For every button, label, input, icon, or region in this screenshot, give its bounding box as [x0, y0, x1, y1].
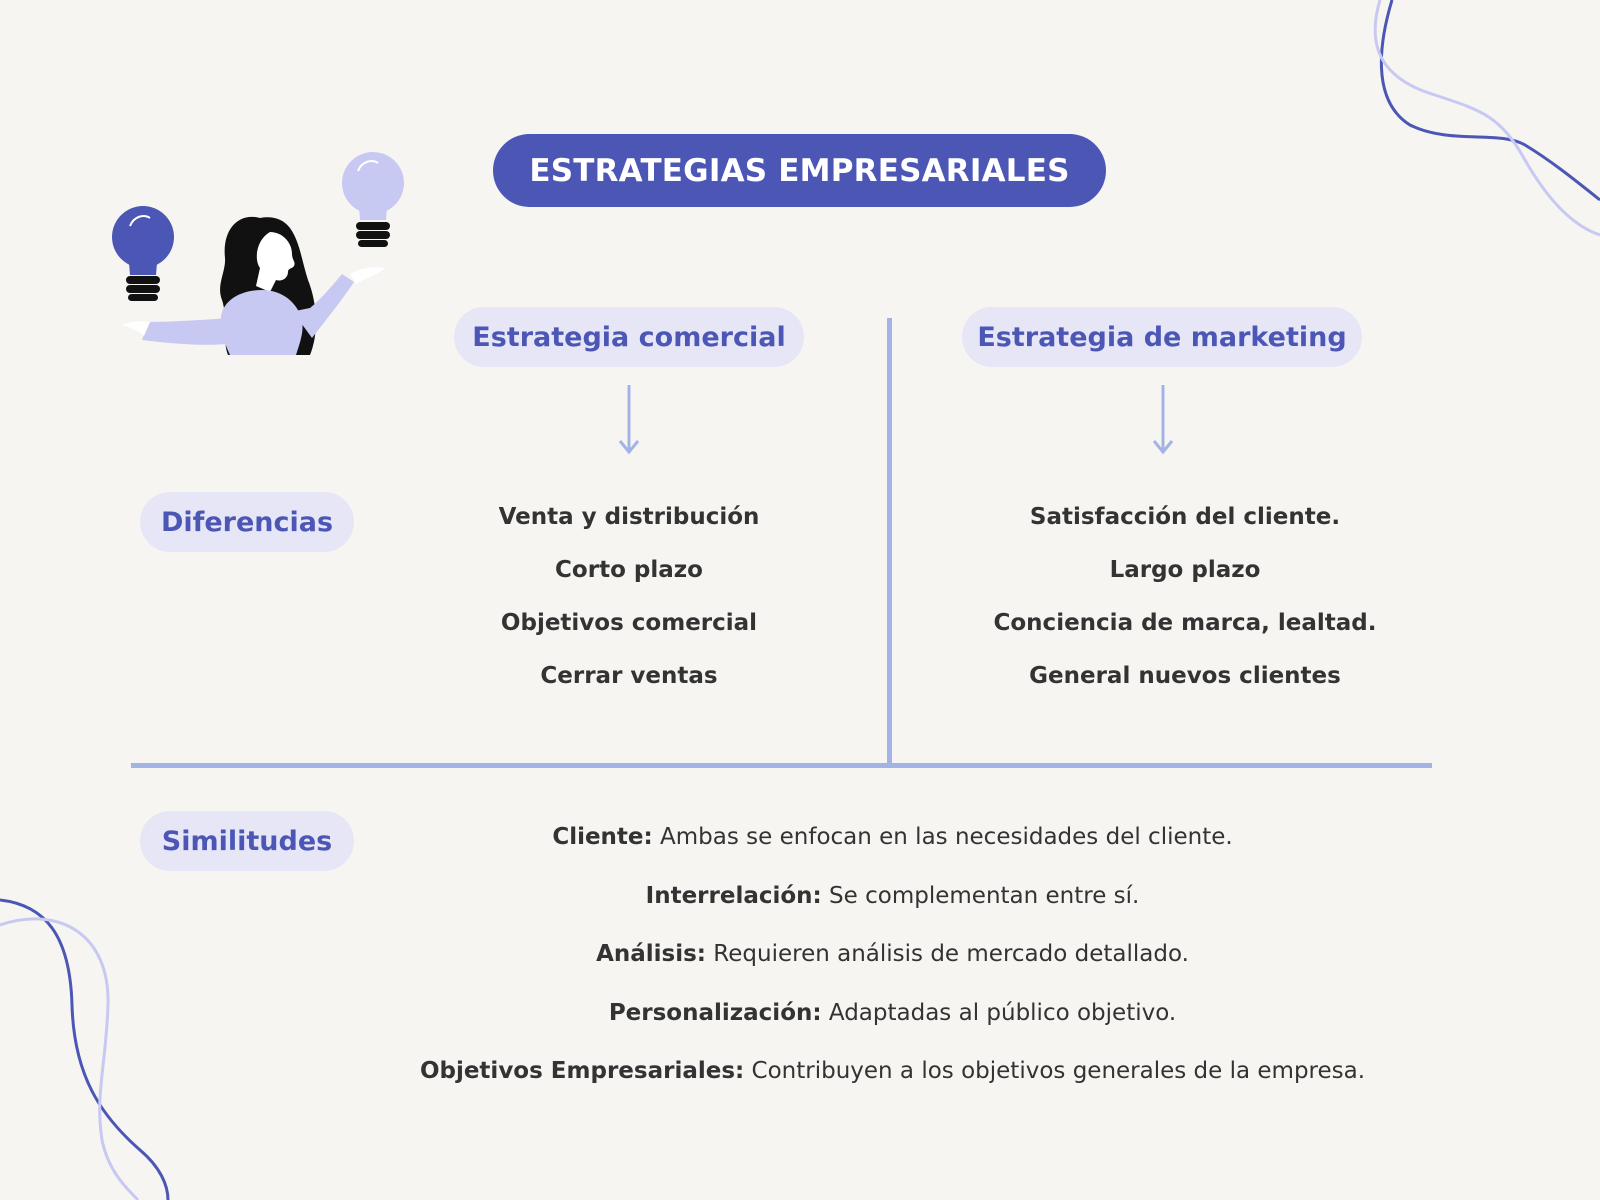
similarity-text: Requieren análisis de mercado detallado.	[706, 941, 1189, 967]
lightbulb-icon	[342, 152, 404, 247]
similarity-item: Análisis: Requieren análisis de mercado …	[340, 925, 1445, 984]
list-item: Cerrar ventas	[540, 663, 718, 689]
similarity-label: Objetivos Empresariales:	[419, 1058, 745, 1084]
row-label-differences: Diferencias	[140, 492, 354, 552]
row-label-similarities: Similitudes	[140, 811, 354, 871]
similarity-text: Contribuyen a los objetivos generales de…	[744, 1058, 1366, 1084]
column-heading-marketing: Estrategia de marketing	[962, 307, 1362, 367]
similarity-label: Análisis:	[596, 941, 706, 967]
similarity-label: Interrelación:	[645, 882, 822, 909]
list-item: General nuevos clientes	[1029, 663, 1341, 689]
similarity-text: Adaptadas al público objetivo.	[821, 999, 1177, 1026]
similarities-list: Cliente: Ambas se enfocan en las necesid…	[340, 808, 1445, 1101]
similarity-label: Personalización:	[608, 999, 822, 1026]
similarity-label: Cliente:	[552, 824, 653, 850]
list-item: Satisfacción del cliente.	[1029, 504, 1341, 530]
arrow-down-icon	[1152, 385, 1174, 455]
similarity-item: Cliente: Ambas se enfocan en las necesid…	[340, 808, 1445, 867]
column-heading-commercial: Estrategia comercial	[454, 307, 804, 367]
page-title: ESTRATEGIAS EMPRESARIALES	[493, 134, 1106, 207]
list-item: Largo plazo	[1109, 557, 1261, 583]
arrow-down-icon	[618, 385, 640, 455]
lightbulb-icon	[112, 206, 174, 301]
squiggle-decoration-top-right	[1373, 0, 1600, 237]
squiggle-decoration-bottom-left	[0, 898, 170, 1200]
similarity-item: Objetivos Empresariales: Contribuyen a l…	[340, 1042, 1445, 1101]
list-item: Objetivos comercial	[500, 610, 758, 636]
marketing-differences-list: Satisfacción del cliente. Largo plazo Co…	[935, 491, 1435, 703]
horizontal-divider	[131, 763, 1432, 768]
woman-illustration	[112, 152, 404, 355]
similarity-text: Se complementan entre sí.	[821, 882, 1140, 909]
list-item: Venta y distribución	[498, 504, 760, 530]
similarity-item: Personalización: Adaptadas al público ob…	[340, 984, 1445, 1043]
list-item: Conciencia de marca, lealtad.	[993, 610, 1377, 636]
list-item: Corto plazo	[555, 557, 703, 583]
vertical-divider	[887, 318, 892, 765]
similarity-item: Interrelación: Se complementan entre sí.	[340, 867, 1445, 926]
similarity-text: Ambas se enfocan en las necesidades del …	[652, 824, 1233, 850]
commercial-differences-list: Venta y distribución Corto plazo Objetiv…	[429, 491, 829, 703]
